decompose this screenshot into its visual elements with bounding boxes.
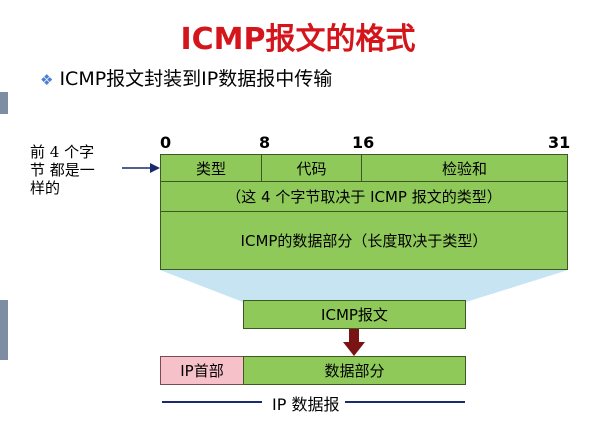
ip-header-box: IP首部 [160,356,244,385]
type-field: 类型 [160,154,262,182]
diamond-bullet-icon: ❖ [40,71,54,89]
left-edge-decoration [0,92,8,114]
icmp-data-section: ICMP的数据部分（长度取决于类型） [160,211,568,270]
left-edge-decoration [0,300,8,360]
first-4-bytes-note: 前 4 个字 节 都是一 样的 [30,143,122,197]
bit-position-16: 16 [352,133,375,152]
note-line: 前 4 个字 [30,143,95,161]
encapsulation-funnel [160,270,568,302]
bit-position-8: 8 [259,133,271,152]
icmp-message-box: ICMP报文 [243,300,466,329]
down-arrow-icon [343,342,365,356]
note-arrow-icon [150,163,160,173]
note-line: 节 都是一 [30,161,95,179]
note-line: 样的 [30,179,61,197]
ip-datagram-label: IP 数据报 [266,391,346,415]
bullet-text: ICMP报文封装到IP数据报中传输 [59,68,333,90]
bit-position-0: 0 [160,133,172,152]
slide-title: ICMP报文的格式 [180,22,416,57]
ip-data-box: 数据部分 [243,356,466,385]
bullet-point: ❖ ICMP报文封装到IP数据报中传输 [40,64,332,91]
type-dependent-bytes-row: （这 4 个字节取决于 ICMP 报文的类型） [160,181,568,212]
code-field: 代码 [261,154,362,182]
down-arrow-shaft [349,329,359,343]
checksum-field: 检验和 [361,154,568,182]
bit-position-31: 31 [548,133,571,152]
